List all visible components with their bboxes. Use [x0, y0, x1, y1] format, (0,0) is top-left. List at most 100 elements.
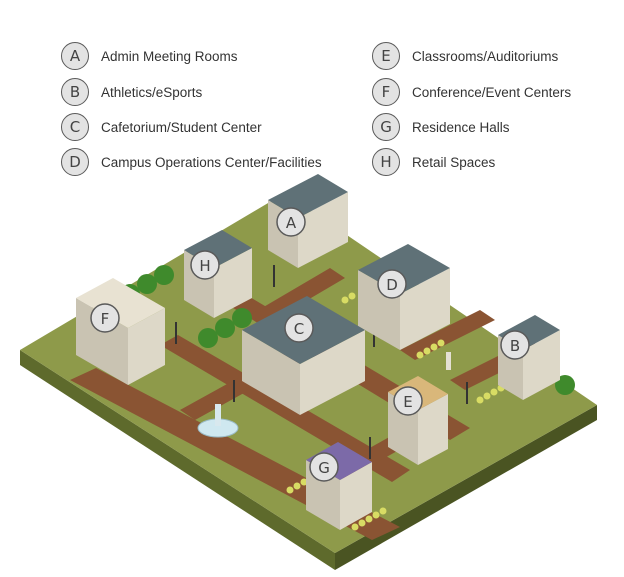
- tree: [137, 274, 157, 294]
- hedge: [423, 347, 431, 355]
- hedge: [437, 339, 445, 347]
- legend-label-f: Conference/Event Centers: [412, 84, 572, 100]
- map-marker-f: F: [90, 303, 120, 333]
- legend-badge-f: F: [372, 78, 400, 106]
- legend-badge-a: A: [61, 42, 89, 70]
- map-marker-c: C: [284, 313, 314, 343]
- marker-letter-b: B: [510, 337, 520, 355]
- lamp-post: [466, 382, 468, 404]
- marker-circle: [276, 207, 306, 237]
- building-wall: [418, 394, 448, 465]
- tree: [198, 328, 218, 348]
- fountain: [197, 404, 239, 438]
- legend-label-d: Campus Operations Center/Facilities: [101, 154, 322, 170]
- building-wall: [340, 462, 372, 530]
- legend-label-c: Cafetorium/Student Center: [101, 119, 262, 135]
- marker-letter-d: D: [386, 276, 398, 294]
- fountain-spout: [215, 404, 221, 426]
- building-wall: [76, 298, 128, 385]
- map-marker-b: B: [500, 330, 530, 360]
- legend-label-g: Residence Halls: [412, 119, 510, 135]
- legend-badge-g: G: [372, 113, 400, 141]
- map-marker-g: G: [309, 452, 339, 482]
- building-wall: [298, 192, 348, 268]
- legend-item-g: G Residence Halls: [372, 112, 510, 142]
- legend-label-a: Admin Meeting Rooms: [101, 48, 238, 64]
- legend-item-f: F Conference/Event Centers: [372, 77, 571, 107]
- hedge: [300, 478, 308, 486]
- building-roof: [268, 174, 348, 218]
- hedge: [416, 351, 424, 359]
- legend-item-c: C Cafetorium/Student Center: [61, 112, 262, 142]
- lamp-post: [175, 322, 177, 344]
- building-wall: [128, 308, 165, 385]
- lamp-post: [233, 380, 235, 402]
- tree: [154, 265, 174, 285]
- map-marker-e: E: [393, 386, 423, 416]
- hedge: [293, 482, 301, 490]
- hedge: [483, 392, 491, 400]
- map-marker-a: A: [276, 207, 306, 237]
- statue: [446, 352, 451, 370]
- legend-item-b: B Athletics/eSports: [61, 77, 202, 107]
- ground-edge-right: [335, 405, 597, 570]
- map-markers: A B C D E F G H: [90, 207, 530, 482]
- marker-circle: [309, 452, 339, 482]
- legend-badge-h: H: [372, 148, 400, 176]
- marker-letter-f: F: [101, 310, 110, 328]
- building-wall: [242, 330, 300, 415]
- hedge: [490, 388, 498, 396]
- map-marker-h: H: [190, 250, 220, 280]
- statue-figure: [446, 352, 451, 370]
- path-diagonal-mid: [160, 335, 410, 482]
- building-wall: [214, 248, 252, 318]
- legend: A Admin Meeting Rooms B Athletics/eSport…: [0, 0, 624, 190]
- hedge: [286, 486, 294, 494]
- legend-item-d: D Campus Operations Center/Facilities: [61, 147, 322, 177]
- hedge: [348, 292, 356, 300]
- hedge: [372, 511, 380, 519]
- marker-circle: [377, 269, 407, 299]
- marker-circle: [393, 386, 423, 416]
- marker-letter-e: E: [403, 393, 412, 411]
- lamp-post: [369, 437, 371, 459]
- hedge: [365, 515, 373, 523]
- tree: [215, 318, 235, 338]
- hedge: [476, 396, 484, 404]
- building-wall: [523, 330, 560, 400]
- legend-item-e: E Classrooms/Auditoriums: [372, 41, 558, 71]
- marker-circle: [284, 313, 314, 343]
- path-cross-upper: [250, 268, 345, 325]
- marker-letter-c: C: [294, 320, 304, 338]
- legend-label-e: Classrooms/Auditoriums: [412, 48, 559, 64]
- legend-item-a: A Admin Meeting Rooms: [61, 41, 238, 71]
- tree: [232, 308, 252, 328]
- map-marker-d: D: [377, 269, 407, 299]
- building-e: [388, 376, 448, 465]
- building-f: [76, 278, 165, 385]
- path-cross-right: [400, 310, 495, 360]
- lamp-post: [373, 325, 375, 347]
- building-wall: [400, 268, 450, 350]
- lamp-post: [273, 265, 275, 287]
- building-roof: [306, 442, 372, 480]
- marker-circle: [90, 303, 120, 333]
- marker-circle: [190, 250, 220, 280]
- marker-circle: [500, 330, 530, 360]
- legend-item-h: H Retail Spaces: [372, 147, 495, 177]
- building-wall: [300, 330, 365, 415]
- legend-badge-c: C: [61, 113, 89, 141]
- legend-badge-b: B: [61, 78, 89, 106]
- legend-label-h: Retail Spaces: [412, 154, 496, 170]
- marker-letter-g: G: [318, 459, 330, 477]
- hedge: [358, 519, 366, 527]
- legend-badge-d: D: [61, 148, 89, 176]
- marker-letter-h: H: [199, 257, 210, 275]
- building-roof: [76, 278, 165, 328]
- hedge: [351, 523, 359, 531]
- hedges: [286, 292, 505, 531]
- hedge: [430, 343, 438, 351]
- lamp-posts: [175, 265, 468, 459]
- ground-edge-left: [20, 350, 335, 570]
